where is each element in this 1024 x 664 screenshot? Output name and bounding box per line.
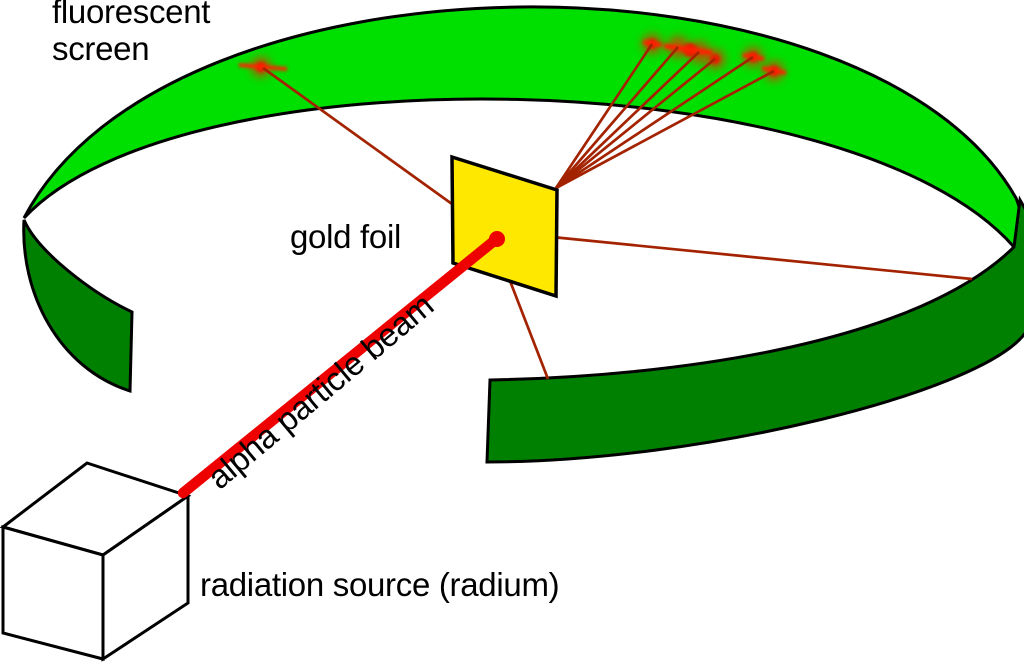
spot-streak bbox=[761, 66, 787, 75]
scattered-ray bbox=[555, 51, 700, 189]
screen-band-front-left bbox=[22, 219, 134, 394]
spot-streak bbox=[742, 53, 765, 61]
scattered-ray bbox=[555, 57, 716, 190]
scattered-ray bbox=[555, 69, 775, 190]
label-gold-foil: gold foil bbox=[290, 218, 402, 255]
gold-foil bbox=[450, 154, 559, 299]
radiation-source-cube bbox=[0, 461, 192, 662]
screen-band-front-right bbox=[485, 195, 1024, 464]
scattered-ray bbox=[555, 55, 754, 190]
spot-streak bbox=[663, 43, 713, 56]
label-radiation-source: radiation source (radium) bbox=[200, 566, 560, 603]
scattered-rays bbox=[262, 43, 973, 380]
scattered-ray bbox=[554, 46, 680, 189]
scattered-ray-backscatter bbox=[262, 66, 453, 206]
scattered-ray-down bbox=[503, 267, 550, 380]
label-fluorescent-screen: fluorescent screen bbox=[52, 0, 211, 67]
scattered-ray bbox=[554, 43, 654, 189]
spot-streak bbox=[238, 63, 288, 71]
alpha-beam bbox=[177, 235, 500, 499]
alpha-beam-tip bbox=[489, 231, 505, 247]
scattered-ray-right bbox=[551, 235, 973, 281]
spot-streak bbox=[642, 40, 663, 47]
cube-right-face bbox=[101, 493, 190, 662]
